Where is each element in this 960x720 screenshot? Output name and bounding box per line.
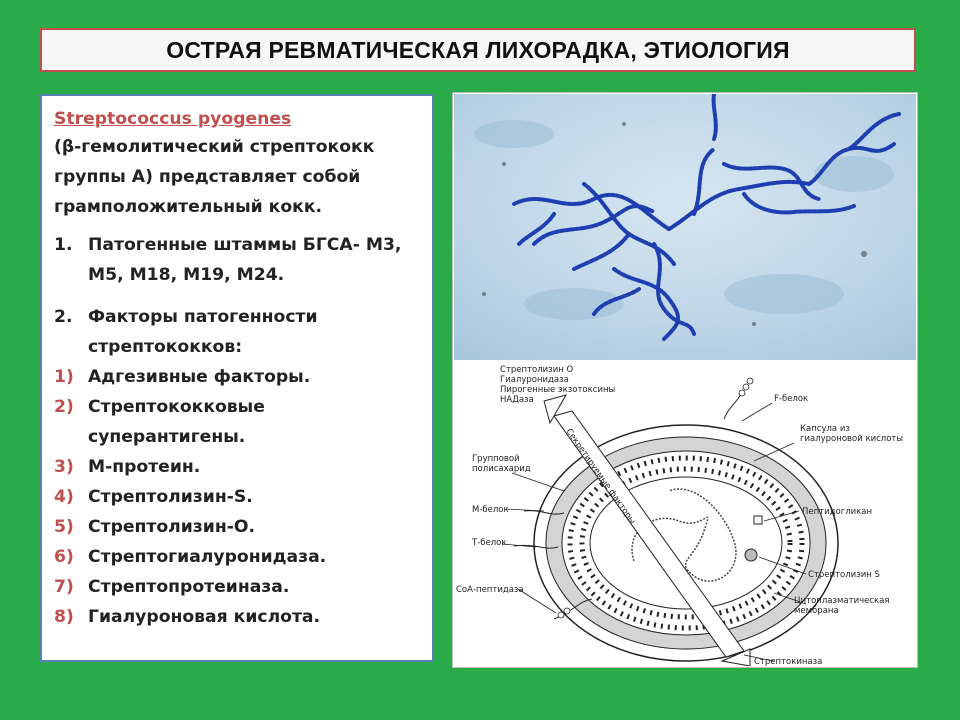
label-streptokinase: Стрептокиназа bbox=[754, 657, 822, 666]
factor-item: 7) Стрептопротеиназа. bbox=[54, 572, 422, 602]
factor-item: 8) Гиалуроновая кислота. bbox=[54, 602, 422, 632]
factor-text: Стрептолизин-О. bbox=[88, 517, 255, 537]
slide-title-box: ОСТРАЯ РЕВМАТИЧЕСКАЯ ЛИХОРАДКА, ЭТИОЛОГИ… bbox=[40, 28, 916, 72]
factor-item: 2) Стрептококковые суперантигены. bbox=[54, 392, 422, 452]
cell-diagram: Стрептолизин О Гиалуронидаза Пирогенные … bbox=[454, 361, 916, 666]
factor-text: Стрептолизин-S. bbox=[88, 487, 253, 507]
factor-number: 1) bbox=[54, 367, 74, 387]
list-item: 2. Факторы патогенности стрептококков: bbox=[54, 302, 422, 362]
factor-number: 4) bbox=[54, 487, 74, 507]
label-group-poly-1: Групповой bbox=[472, 454, 520, 464]
factor-item: 6) Стрептогиалуронидаза. bbox=[54, 542, 422, 572]
list-number: 1. bbox=[54, 235, 73, 255]
factor-text: Адгезивные факторы. bbox=[88, 367, 311, 387]
micrograph-image bbox=[454, 94, 916, 360]
list-number: 2. bbox=[54, 307, 73, 327]
factor-text: Стрептопротеиназа. bbox=[88, 577, 290, 597]
text-panel: Streptococcus pyogenes (β-гемолитический… bbox=[40, 94, 434, 662]
label-streptolysin-s: Стрептолизин S bbox=[808, 570, 880, 580]
factor-number: 6) bbox=[54, 547, 74, 567]
factor-text: Гиалуроновая кислота. bbox=[88, 607, 321, 627]
label-membrane-1: Цитоплазматическая bbox=[794, 596, 889, 606]
label-f-protein: F-белок bbox=[774, 394, 808, 404]
list-text: Патогенные штаммы БГСА- M3, M5, M18, M19… bbox=[88, 235, 402, 285]
label-nadase: НАДаза bbox=[500, 395, 534, 405]
label-group-poly-2: полисахарид bbox=[472, 464, 531, 474]
factor-number: 8) bbox=[54, 607, 74, 627]
label-pyrogenic-exotoxins: Пирогенные экзотоксины bbox=[500, 385, 615, 395]
factor-item: 1) Адгезивные факторы. bbox=[54, 362, 422, 392]
label-membrane-2: мембрана bbox=[794, 606, 839, 616]
factor-text: Стрептококковые суперантигены. bbox=[88, 397, 265, 447]
label-m-protein: М-белок bbox=[472, 505, 509, 515]
list-text: Факторы патогенности стрептококков: bbox=[88, 307, 318, 357]
factor-number: 3) bbox=[54, 457, 74, 477]
factor-number: 5) bbox=[54, 517, 74, 537]
bacteria-chains bbox=[512, 94, 901, 341]
label-streptolysin-o: Стрептолизин О bbox=[500, 365, 573, 375]
factor-text: Стрептогиалуронидаза. bbox=[88, 547, 327, 567]
species-name: Streptococcus pyogenes bbox=[54, 109, 292, 129]
factor-text: М-протеин. bbox=[88, 457, 201, 477]
label-capsule-1: Капсула из bbox=[800, 424, 850, 434]
factor-item: 4) Стрептолизин-S. bbox=[54, 482, 422, 512]
factor-number: 2) bbox=[54, 397, 74, 417]
label-coa-peptidase: СоА-пептидаза bbox=[456, 585, 524, 595]
secretion-arrow bbox=[543, 394, 751, 666]
label-t-protein: Т-белок bbox=[471, 538, 507, 548]
cell-body bbox=[533, 424, 839, 662]
factor-item: 5) Стрептолизин-О. bbox=[54, 512, 422, 542]
label-hyaluronidase: Гиалуронидаза bbox=[500, 375, 569, 385]
label-peptidoglycan: Пептидогликан bbox=[802, 507, 872, 517]
factor-item: 3) М-протеин. bbox=[54, 452, 422, 482]
label-capsule-2: гиалуроновой кислоты bbox=[800, 434, 903, 444]
factor-number: 7) bbox=[54, 577, 74, 597]
slide-title: ОСТРАЯ РЕВМАТИЧЕСКАЯ ЛИХОРАДКА, ЭТИОЛОГИ… bbox=[166, 36, 790, 63]
intro-text: (β-гемолитический стрептококк группы А) … bbox=[54, 137, 375, 217]
list-item: 1. Патогенные штаммы БГСА- M3, M5, M18, … bbox=[54, 230, 422, 290]
